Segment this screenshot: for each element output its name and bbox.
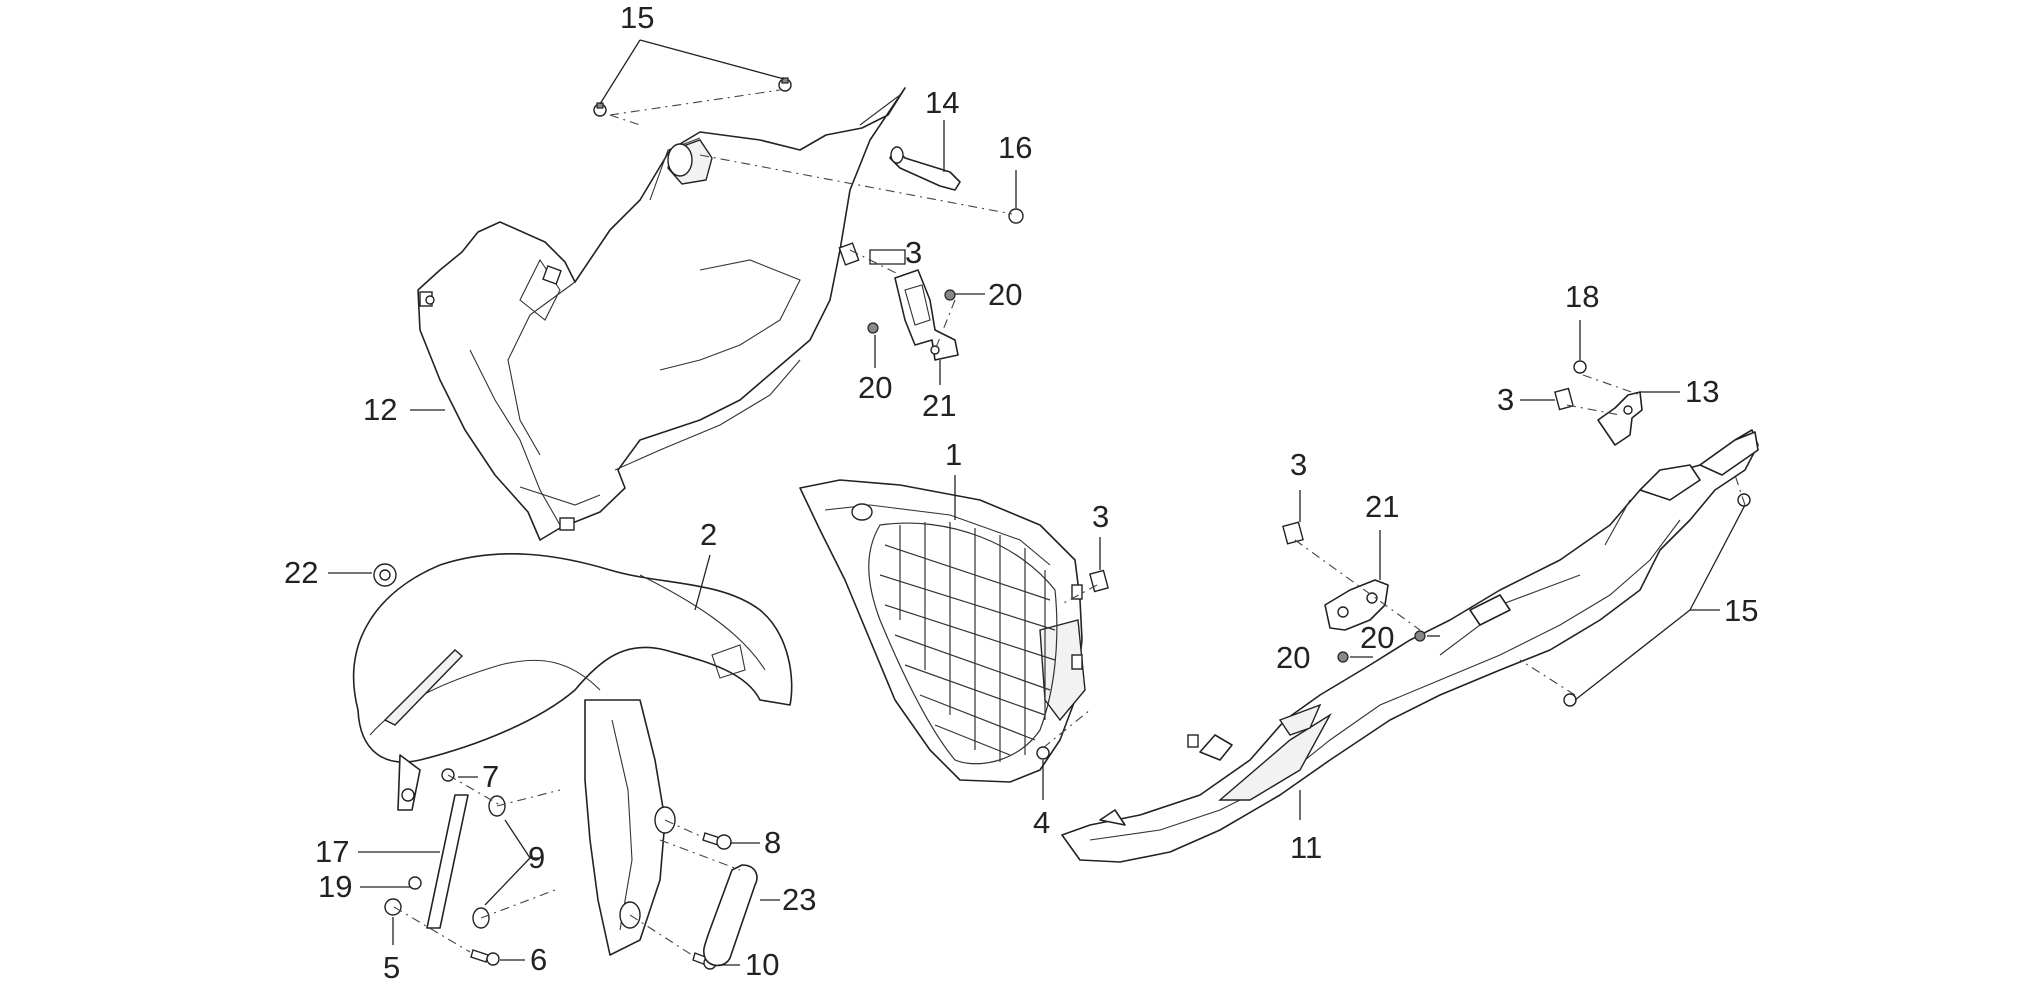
bolt-6 — [470, 949, 500, 966]
label-4: 4 — [1033, 805, 1050, 840]
label-10: 10 — [745, 947, 779, 982]
label-16: 16 — [998, 130, 1032, 165]
bolt-20-a — [944, 289, 956, 301]
leader-lines — [328, 39, 1746, 966]
part-11-lower-fairing — [1061, 429, 1759, 863]
bolt-20-d — [1337, 651, 1349, 663]
label-7: 7 — [482, 759, 499, 794]
part-3-clip-c — [1282, 521, 1304, 545]
label-3-top: 3 — [905, 235, 922, 270]
part-17-strap — [426, 794, 469, 929]
label-3-right: 3 — [1497, 382, 1514, 417]
label-2: 2 — [700, 517, 717, 552]
part-1-grille-panel — [799, 479, 1086, 783]
label-18: 18 — [1565, 279, 1599, 314]
label-22: 22 — [284, 555, 318, 590]
nut-5 — [384, 898, 402, 916]
screw-4 — [1036, 746, 1050, 760]
screw-15-right-upper — [1737, 493, 1751, 507]
label-20-lower-left: 20 — [1276, 640, 1310, 675]
part-3-clip-a — [838, 242, 860, 266]
part-16-nut — [1008, 208, 1024, 224]
part-21-bracket-b — [1324, 579, 1389, 631]
washer-19 — [408, 876, 422, 890]
part-23-strap — [702, 864, 758, 967]
part-14-stud — [889, 146, 961, 191]
grille-mesh — [868, 522, 1058, 765]
bolt-20-b — [867, 322, 879, 334]
label-3-middle: 3 — [1092, 499, 1109, 534]
label-13: 13 — [1685, 374, 1719, 409]
clamp-22 — [373, 563, 397, 587]
label-20-top-left: 20 — [858, 370, 892, 405]
label-5: 5 — [383, 950, 400, 983]
label-14: 14 — [925, 85, 959, 120]
label-15-right: 15 — [1724, 593, 1758, 628]
label-23: 23 — [782, 882, 816, 917]
part-13-bracket — [1597, 391, 1643, 446]
label-6: 6 — [530, 942, 547, 977]
part-3-clip-d — [1554, 387, 1574, 411]
label-17: 17 — [315, 834, 349, 869]
label-12: 12 — [363, 392, 397, 427]
label-20-top-right: 20 — [988, 277, 1022, 312]
label-15-top: 15 — [620, 0, 654, 35]
label-9: 9 — [528, 840, 545, 875]
label-21-top: 21 — [922, 388, 956, 423]
label-11: 11 — [1290, 830, 1322, 865]
bolt-8 — [702, 832, 732, 850]
label-21-lower: 21 — [1365, 489, 1399, 524]
screw-15-right-lower — [1563, 693, 1577, 707]
label-19: 19 — [318, 869, 352, 904]
label-20-lower-right: 20 — [1360, 620, 1394, 655]
label-1: 1 — [945, 437, 962, 472]
label-8: 8 — [764, 825, 781, 860]
bolt-18 — [1573, 360, 1587, 374]
part-21-bracket-a — [894, 269, 959, 361]
part-labels: 15 14 16 3 20 20 21 12 1 3 2 22 7 4 8 17… — [284, 0, 1758, 983]
screw-15-top-right — [778, 77, 792, 92]
assembly-lines — [393, 89, 1746, 956]
part-3-clip-b — [1089, 569, 1109, 593]
part-12-inner-panel — [417, 87, 906, 541]
label-3-lower-middle: 3 — [1290, 447, 1307, 482]
screw-15-top-left — [593, 102, 607, 117]
bolt-20-c — [1414, 630, 1426, 642]
